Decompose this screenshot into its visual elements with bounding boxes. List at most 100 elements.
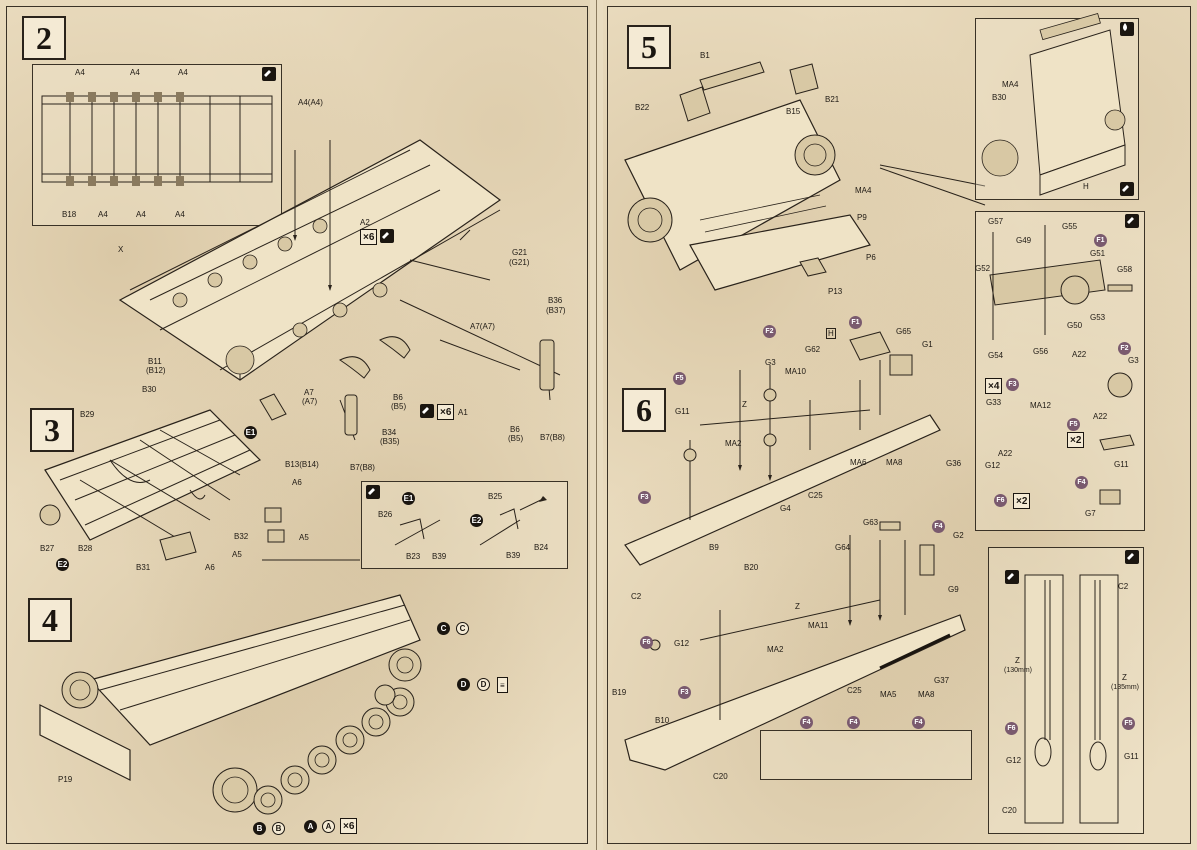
br-label-z130: (130mm) [1004,667,1033,674]
label-b13b14: B13(B14) [285,460,319,469]
badge-b-alt: B [272,822,285,835]
label-g4: G4 [780,504,791,513]
label-b5: (B5) [391,402,407,411]
badge-a: A [304,820,317,833]
label-c25-2: C25 [847,686,862,695]
side-label-g51: G51 [1090,249,1106,258]
label-c25: C25 [808,491,823,500]
label-a1: A1 [458,408,468,417]
glue-icon-bottom-right-2 [1005,570,1019,584]
br-label-z: Z [1015,656,1020,665]
page-divider [596,0,597,850]
side-label-a22-2: A22 [1093,412,1108,421]
badge-f6: F6 [640,636,653,649]
label-g9: G9 [948,585,959,594]
right-page-border [607,6,1191,844]
inset-label-b26: B26 [378,510,393,519]
label-p9: P9 [857,213,867,222]
inset-label-ma4: MA4 [1002,80,1019,89]
label-b28: B28 [78,544,93,553]
badge-e1: E1 [244,426,257,439]
label-ma2: MA2 [725,439,742,448]
inset-label-b24: B24 [534,543,549,552]
glue-icon-step3 [366,485,380,499]
badge-f2: F2 [763,325,776,338]
inset-label-b39-2: B39 [506,551,521,560]
side-label-g53: G53 [1090,313,1106,322]
label-b10: B10 [655,716,670,725]
badge-c: C [437,622,450,635]
side-multiplier-2b: ×2 [1013,493,1031,509]
label-b7b8-right: B7(B8) [540,433,565,442]
a-multiplier: ×6 [340,818,358,834]
label-b20: B20 [744,563,759,572]
inset-label-b39: B39 [432,552,447,561]
badge-b: B [253,822,266,835]
glue-icon-bottom-right [1125,550,1139,564]
side-label-g55: G55 [1062,222,1078,231]
label-z: Z [742,400,747,409]
step-2-inset-frame [32,64,282,226]
step-5-number: 5 [627,25,671,69]
badge-f4: F4 [932,520,945,533]
badge-e2: E2 [56,558,69,571]
label-g36: G36 [946,459,962,468]
label-g21-alt: (G21) [509,258,530,267]
side-label-g49: G49 [1016,236,1032,245]
label-g11: G11 [675,407,690,416]
label-ma4: MA4 [855,186,872,195]
side-label-g33: G33 [986,398,1002,407]
br-badge-f6: F6 [1005,722,1018,735]
label-a5-2: A5 [232,550,242,559]
badge-d: D [457,678,470,691]
glue-icon-a2 [380,229,394,243]
detail-badge-f4-2: F4 [847,716,860,729]
inset-label-a4-5: A4 [136,210,146,219]
side-label-ma12: MA12 [1030,401,1051,410]
glue-icon-a1 [420,404,434,418]
label-ma8-2: MA8 [918,690,935,699]
label-b32: B32 [234,532,249,541]
br-label-g11: G11 [1124,752,1139,761]
side-label-g3: G3 [1128,356,1139,365]
side-multiplier-2: ×2 [1067,432,1085,448]
label-z-2: Z [795,602,800,611]
label-ma8: MA8 [886,458,903,467]
inset-label-a4-2: A4 [130,68,140,77]
label-a7a7: A7(A7) [470,322,495,331]
label-g21: G21 [512,248,528,257]
badge-f1: F1 [849,316,862,329]
label-a7: A7 [304,388,314,397]
br-label-z2: Z [1122,673,1127,682]
label-g63: G63 [863,518,879,527]
side-label-g12: G12 [985,461,1001,470]
inset-badge-e1: E1 [402,492,415,505]
label-x: X [118,245,124,254]
label-b1: B1 [700,51,710,60]
br-label-c20: C20 [1002,806,1017,815]
side-label-g52: G52 [975,264,991,273]
inset-label-a4-4: A4 [98,210,108,219]
step-2-number: 2 [22,16,66,60]
label-a6: A6 [292,478,302,487]
inset-label-h: H [1083,182,1089,191]
side-label-g50: G50 [1067,321,1083,330]
label-c20: C20 [713,772,728,781]
step-3-inset-frame [361,481,568,569]
br-label-z135: (135mm) [1111,684,1140,691]
step-6-detail-frame [760,730,972,780]
label-p6: P6 [866,253,876,262]
label-g65: G65 [896,327,912,336]
inset-label-b18: B18 [62,210,77,219]
label-g12: G12 [674,639,690,648]
label-ma5: MA5 [880,690,897,699]
label-g1: G1 [922,340,933,349]
label-g3: G3 [765,358,776,367]
inset-label-b25: B25 [488,492,503,501]
paint-icon [1120,22,1134,36]
